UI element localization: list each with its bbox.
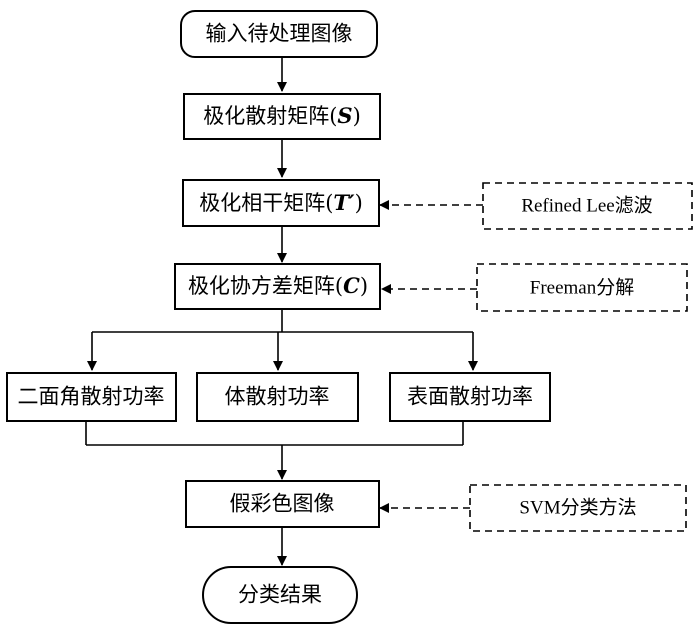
node-volume: 体散射功率 bbox=[196, 372, 359, 422]
node-input: 输入待处理图像 bbox=[180, 10, 378, 58]
note-svm: SVM分类方法 bbox=[469, 484, 687, 532]
note-refined-lee: Refined Lee滤波 bbox=[482, 182, 693, 230]
node-coherency-matrix: 极化相干矩阵(T′) bbox=[182, 179, 380, 227]
note-freeman-label: Freeman分解 bbox=[530, 276, 634, 298]
node-scatter-matrix-label: 极化散射矩阵(S) bbox=[203, 103, 361, 128]
node-volume-label: 体散射功率 bbox=[225, 385, 330, 409]
node-double-bounce: 二面角散射功率 bbox=[6, 372, 177, 422]
node-surface: 表面散射功率 bbox=[389, 372, 551, 422]
node-covariance-matrix-label: 极化协方差矩阵(C) bbox=[188, 273, 368, 298]
node-input-label: 输入待处理图像 bbox=[206, 22, 353, 46]
node-result-label: 分类结果 bbox=[238, 583, 322, 607]
note-svm-label: SVM分类方法 bbox=[519, 496, 636, 518]
node-surface-label: 表面散射功率 bbox=[407, 385, 533, 409]
node-false-color: 假彩色图像 bbox=[185, 480, 380, 528]
node-scatter-matrix: 极化散射矩阵(S) bbox=[183, 93, 381, 140]
node-covariance-matrix: 极化协方差矩阵(C) bbox=[174, 263, 381, 310]
node-coherency-matrix-label: 极化相干矩阵(T′) bbox=[199, 190, 363, 215]
note-refined-lee-label: Refined Lee滤波 bbox=[521, 194, 652, 216]
node-double-bounce-label: 二面角散射功率 bbox=[18, 385, 165, 409]
node-result: 分类结果 bbox=[202, 566, 358, 624]
note-freeman: Freeman分解 bbox=[476, 263, 688, 312]
node-false-color-label: 假彩色图像 bbox=[230, 492, 335, 516]
